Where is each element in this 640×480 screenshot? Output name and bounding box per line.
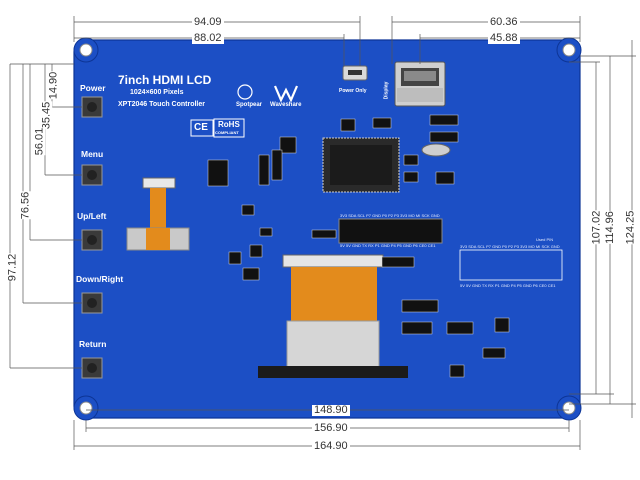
cert-marks: [190, 118, 245, 138]
hdmi-connector: [394, 61, 446, 107]
crystal: [421, 143, 451, 157]
smd-components: [207, 114, 510, 378]
mount-hole-bl: [79, 401, 93, 415]
main-ic: [322, 137, 400, 193]
brand-logos: [237, 84, 299, 103]
display-fpc: [258, 254, 408, 378]
touch-fpc: [126, 177, 190, 251]
mount-hole-br: [562, 401, 576, 415]
push-buttons: [81, 96, 103, 379]
pin-header-right: [459, 249, 563, 281]
mount-hole-tr: [562, 43, 576, 57]
pin-header-center: [338, 218, 443, 244]
mount-hole-tl: [79, 43, 93, 57]
power-usb-connector: [342, 65, 368, 81]
